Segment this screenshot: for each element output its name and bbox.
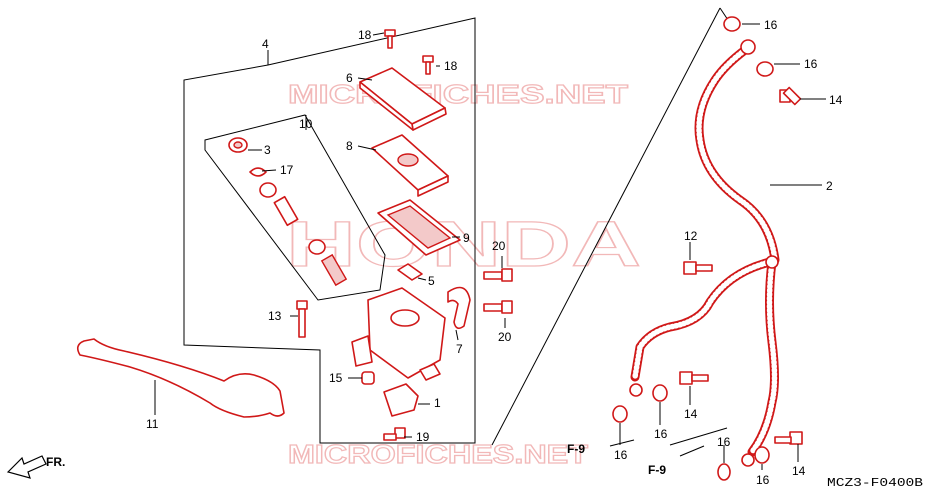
- callout-14-mid: 14: [684, 407, 698, 421]
- callout-9: 9: [463, 231, 470, 245]
- brake-lever: [76, 338, 285, 418]
- piston-parts: [228, 137, 348, 287]
- callout-1: 1: [434, 396, 441, 410]
- hose-group-line: [491, 7, 721, 446]
- screws: [383, 29, 513, 441]
- callout-11: 11: [146, 417, 159, 431]
- callout-13: 13: [268, 309, 282, 323]
- master-cylinder-body: [351, 287, 446, 381]
- callout-2: 2: [826, 179, 833, 193]
- subgroup-10-outline: [204, 114, 386, 301]
- callout-7: 7: [456, 342, 463, 356]
- diaphragm: [377, 199, 461, 256]
- callout-18-a: 18: [358, 28, 372, 42]
- callout-20-a: 20: [492, 239, 506, 253]
- washers-and-bolts: [612, 16, 803, 481]
- callout-16-e: 16: [717, 435, 731, 449]
- leader-lines: [154, 23, 826, 470]
- callout-14-top: 14: [829, 93, 843, 107]
- callout-19: 19: [416, 430, 430, 444]
- callout-20-b: 20: [498, 330, 512, 344]
- callout-18-b: 18: [444, 59, 458, 73]
- callout-16-a: 16: [764, 18, 778, 32]
- reference-arrows: [609, 439, 705, 457]
- watermark-brand: HONDA: [286, 208, 641, 280]
- callout-3: 3: [264, 143, 271, 157]
- callout-14-bottom: 14: [792, 464, 806, 478]
- front-direction-arrow: [6, 455, 47, 479]
- callout-16-b: 16: [804, 57, 818, 71]
- reference-f9-right: F-9: [648, 463, 666, 477]
- lever-nut: [361, 371, 375, 385]
- reservoir-cap: [359, 67, 447, 131]
- callout-4: 4: [262, 37, 269, 51]
- brake-hose: [629, 39, 780, 467]
- reference-f9-left: F-9: [567, 442, 585, 456]
- callout-16-f: 16: [756, 473, 770, 487]
- pin-clip: [397, 263, 423, 281]
- pivot-bolt: [296, 300, 308, 338]
- watermark-top: MICROFICHES.NET: [288, 79, 628, 109]
- brake-switch: [383, 383, 419, 417]
- callout-10: 10: [299, 117, 313, 131]
- callout-12: 12: [684, 229, 698, 243]
- callout-16-c: 16: [654, 427, 668, 441]
- front-direction-label: FR.: [46, 455, 65, 469]
- callout-5: 5: [428, 274, 435, 288]
- watermark-bottom: MICROFICHES.NET: [288, 439, 588, 469]
- callouts: 1 2 3 4 5 6 7 8 9 10 11 12 13 14 14 14 1…: [146, 18, 843, 487]
- callout-6: 6: [346, 71, 353, 85]
- callout-8: 8: [346, 139, 353, 153]
- callout-16-d: 16: [614, 448, 628, 462]
- diaphragm-plate: [371, 134, 449, 197]
- callout-17: 17: [280, 163, 294, 177]
- lower-group-line: [669, 427, 728, 446]
- diagram-code: MCZ3-F0400B: [827, 476, 923, 489]
- assembly-4-outline: [183, 17, 476, 444]
- callout-15: 15: [329, 371, 343, 385]
- holder-clamp: [447, 286, 471, 330]
